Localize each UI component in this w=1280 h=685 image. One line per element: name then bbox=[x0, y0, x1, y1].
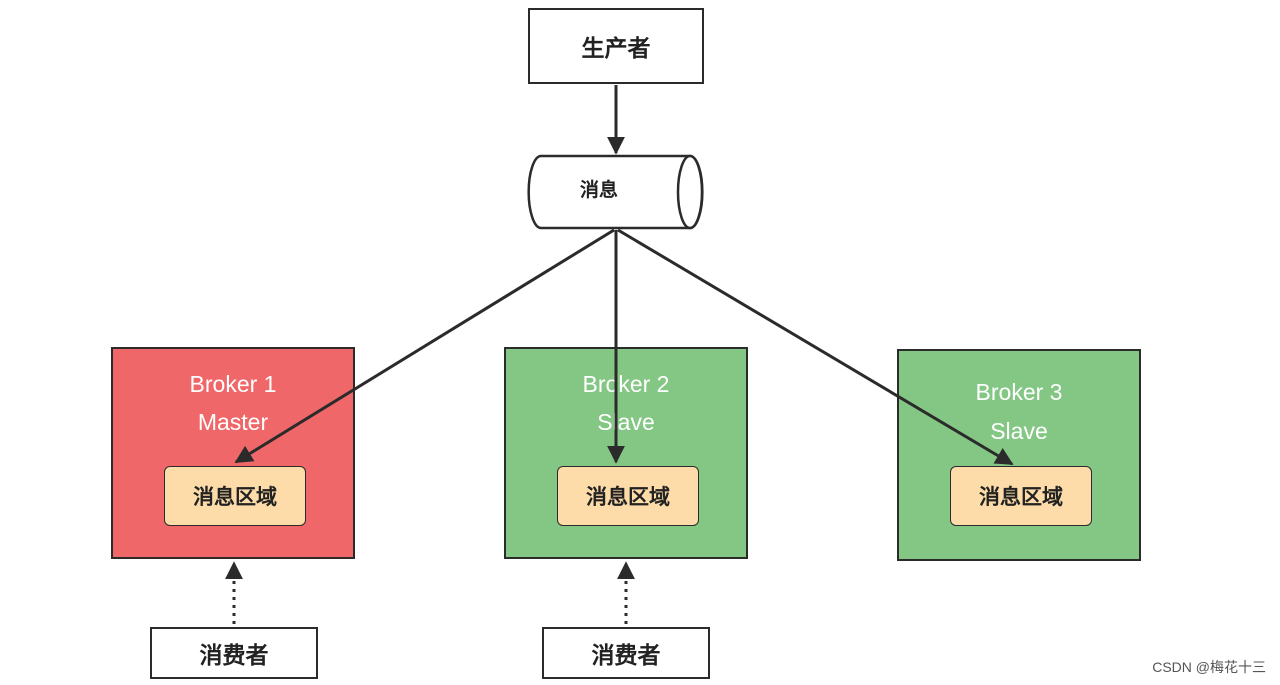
consumer-1-box: 消费者 bbox=[150, 627, 318, 679]
broker-2-role: Slave bbox=[597, 409, 655, 435]
broker-2-slave: Broker 2 Slave 消息区域 bbox=[504, 347, 748, 559]
broker-1-role: Master bbox=[197, 409, 269, 435]
producer-label: 生产者 bbox=[581, 36, 651, 62]
message-queue-cylinder bbox=[527, 154, 704, 230]
broker-3-name: Broker 3 bbox=[975, 379, 1063, 405]
broker-3-message-area: 消息区域 bbox=[950, 466, 1092, 526]
broker-2-message-area: 消息区域 bbox=[557, 466, 699, 526]
broker-1-master: Broker 1 Master 消息区域 bbox=[111, 347, 355, 559]
producer-box: 生产者 bbox=[528, 8, 704, 84]
queue-label: 消息 bbox=[579, 179, 618, 201]
broker-1-message-area: 消息区域 bbox=[164, 466, 306, 526]
broker-3-role: Slave bbox=[990, 418, 1048, 444]
broker-1-name: Broker 1 bbox=[189, 371, 277, 397]
broker-3-slave: Broker 3 Slave 消息区域 bbox=[897, 349, 1141, 561]
broker-2-name: Broker 2 bbox=[582, 371, 670, 397]
consumer-2-label: 消费者 bbox=[591, 643, 661, 669]
watermark: CSDN @梅花十三 bbox=[1152, 659, 1266, 675]
consumer-2-box: 消费者 bbox=[542, 627, 710, 679]
consumer-1-label: 消费者 bbox=[199, 643, 269, 669]
